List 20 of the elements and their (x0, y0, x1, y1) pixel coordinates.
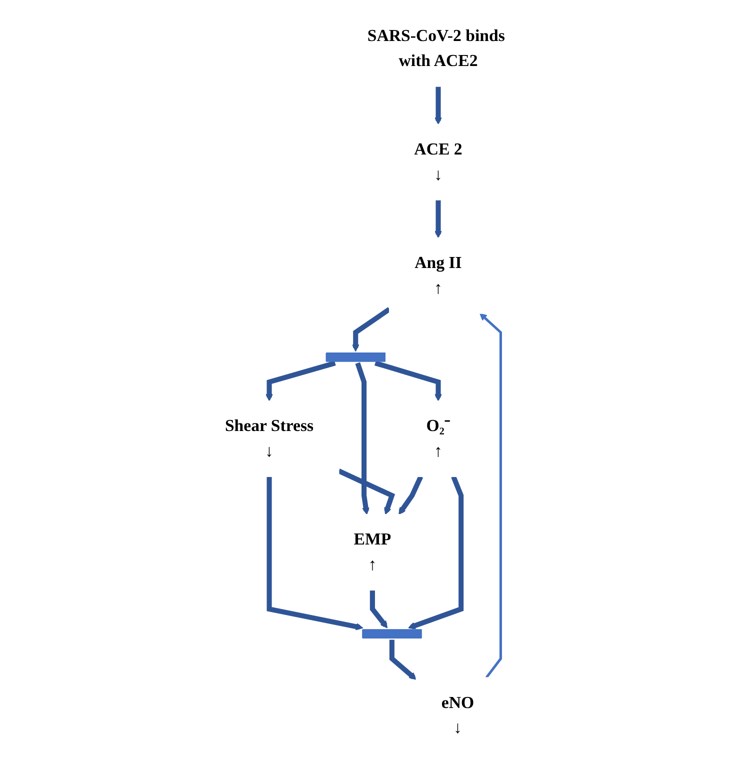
arrow (374, 360, 442, 402)
node-text: SARS-CoV-2 binds with ACE2 (368, 26, 506, 70)
arrow (398, 476, 424, 515)
arrow (267, 476, 364, 630)
node-text: eNO ↓ (442, 694, 474, 738)
arrow (408, 476, 464, 630)
arrow (480, 313, 502, 678)
arrow (352, 307, 392, 352)
node-text: EMP ↑ (354, 530, 392, 574)
arrow (370, 590, 388, 628)
arrow (266, 360, 336, 402)
node-text: Shear Stress ↓ (225, 416, 314, 461)
arrow (356, 362, 370, 515)
node-text: ACE 2 ↓ (414, 140, 463, 184)
arrow (338, 468, 396, 515)
node-text: O₂⁻ ↑ (426, 416, 451, 461)
arrow (434, 200, 442, 238)
arrow (434, 86, 442, 125)
arrow (390, 640, 417, 680)
node-text: Ang II ↑ (414, 254, 462, 298)
